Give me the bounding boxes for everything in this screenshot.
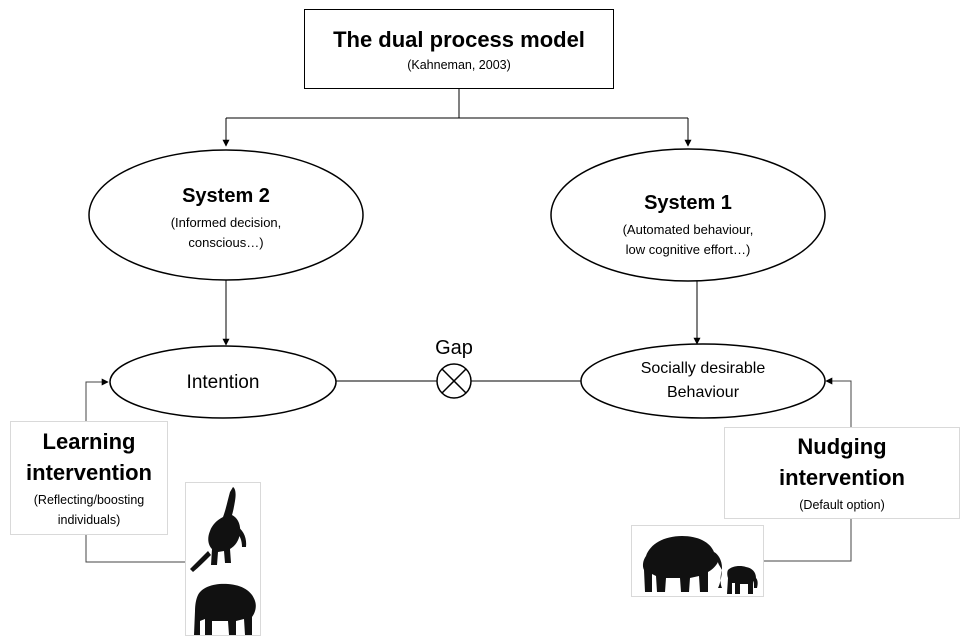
system2-title: System 2 bbox=[182, 185, 270, 207]
nudging-title-line1: Nudging bbox=[797, 434, 887, 459]
system1-desc-line1: (Automated behaviour, bbox=[622, 222, 754, 237]
root-citation: (Kahneman, 2003) bbox=[407, 58, 511, 72]
system1-ellipse bbox=[550, 148, 826, 282]
learning-desc-line1: (Reflecting/boosting bbox=[33, 493, 145, 507]
system1-desc-line2: low cognitive effort…) bbox=[625, 242, 751, 257]
system2-desc-line1: (Informed decision, bbox=[170, 215, 282, 230]
nudging-intervention-panel: Nudging intervention (Default option) bbox=[724, 427, 960, 519]
gap-label: Gap bbox=[435, 336, 473, 359]
mother-calf-elephants-icon bbox=[642, 536, 758, 594]
system1-title: System 1 bbox=[644, 192, 732, 214]
stacked-elephants-icon bbox=[190, 487, 256, 635]
learning-intervention-panel: Learning intervention (Reflecting/boosti… bbox=[10, 421, 168, 535]
system2-desc-line2: conscious…) bbox=[188, 235, 264, 250]
learning-title-line2: intervention bbox=[26, 460, 152, 485]
intention-ellipse bbox=[109, 345, 337, 419]
learning-desc-line2: individuals) bbox=[57, 513, 121, 527]
system1-text: System 1 (Automated behaviour, low cogni… bbox=[562, 175, 814, 275]
nudging-desc: (Default option) bbox=[799, 498, 885, 512]
behaviour-line2: Behaviour bbox=[666, 384, 740, 401]
intention-label: Intention bbox=[186, 372, 260, 393]
mother-calf-elephants-image bbox=[631, 525, 764, 597]
root-title: The dual process model bbox=[333, 27, 585, 52]
learning-title-line1: Learning bbox=[42, 429, 136, 454]
system2-text: System 2 (Informed decision, conscious…) bbox=[100, 168, 352, 268]
behaviour-text: Socially desirable Behaviour bbox=[583, 355, 823, 407]
stacked-elephants-image bbox=[185, 482, 261, 636]
root-split-connector bbox=[222, 89, 692, 147]
nudging-title-line2: intervention bbox=[779, 465, 905, 490]
gap-cross-circle-icon bbox=[436, 363, 472, 399]
root-box: The dual process model (Kahneman, 2003) bbox=[304, 9, 614, 89]
behaviour-line1: Socially desirable bbox=[640, 360, 766, 377]
